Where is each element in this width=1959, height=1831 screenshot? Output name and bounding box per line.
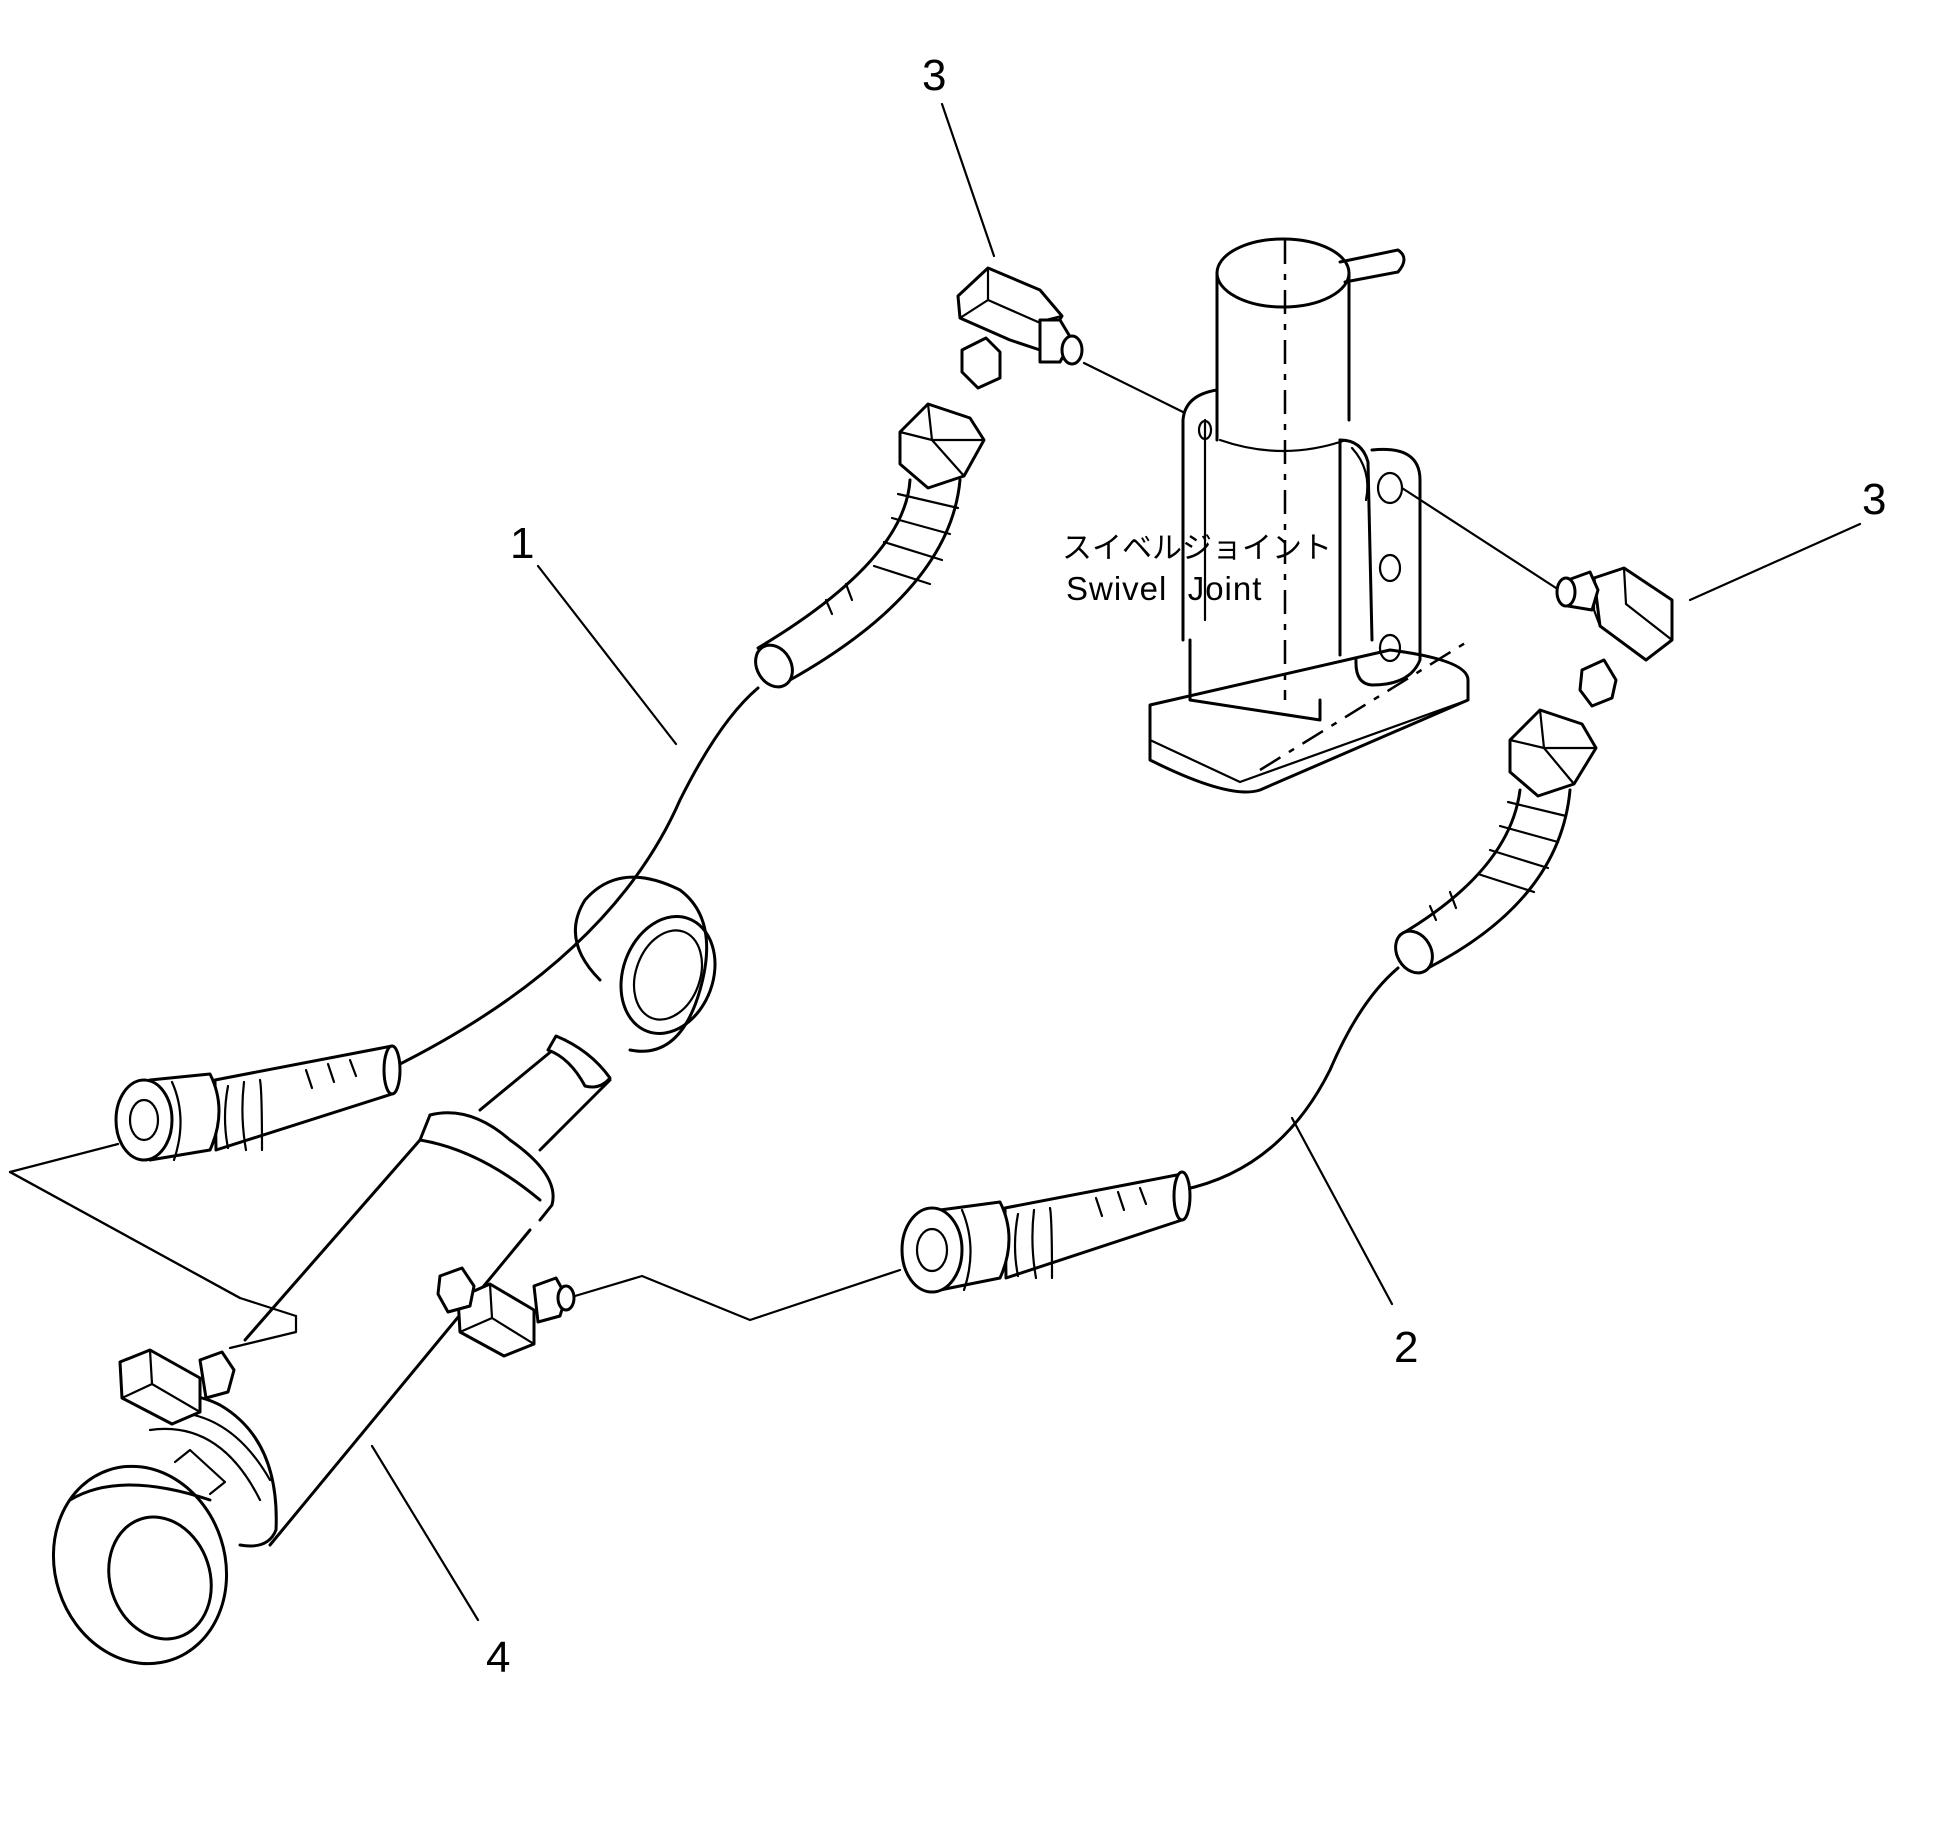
hose-2 — [900, 708, 1598, 1294]
hose-1 — [114, 402, 986, 1162]
swivel-joint-label-en: Swivel Joint — [1066, 570, 1262, 607]
callout-4: 4 — [486, 1633, 510, 1682]
hydraulic-cylinder — [51, 875, 717, 1666]
callout-1: 1 — [510, 519, 534, 568]
callout-2: 2 — [1394, 1323, 1418, 1372]
elbow-fitting-right — [1555, 566, 1674, 708]
swivel-joint-label-jp: スイベルジョイント — [1062, 531, 1332, 566]
connection-lines — [8, 361, 1558, 1350]
callout-3-right: 3 — [1862, 475, 1886, 524]
callout-3-top: 3 — [922, 51, 946, 100]
leader-lines — [370, 102, 1862, 1622]
elbow-fitting-top — [956, 266, 1084, 390]
swivel-joint — [1148, 237, 1471, 794]
